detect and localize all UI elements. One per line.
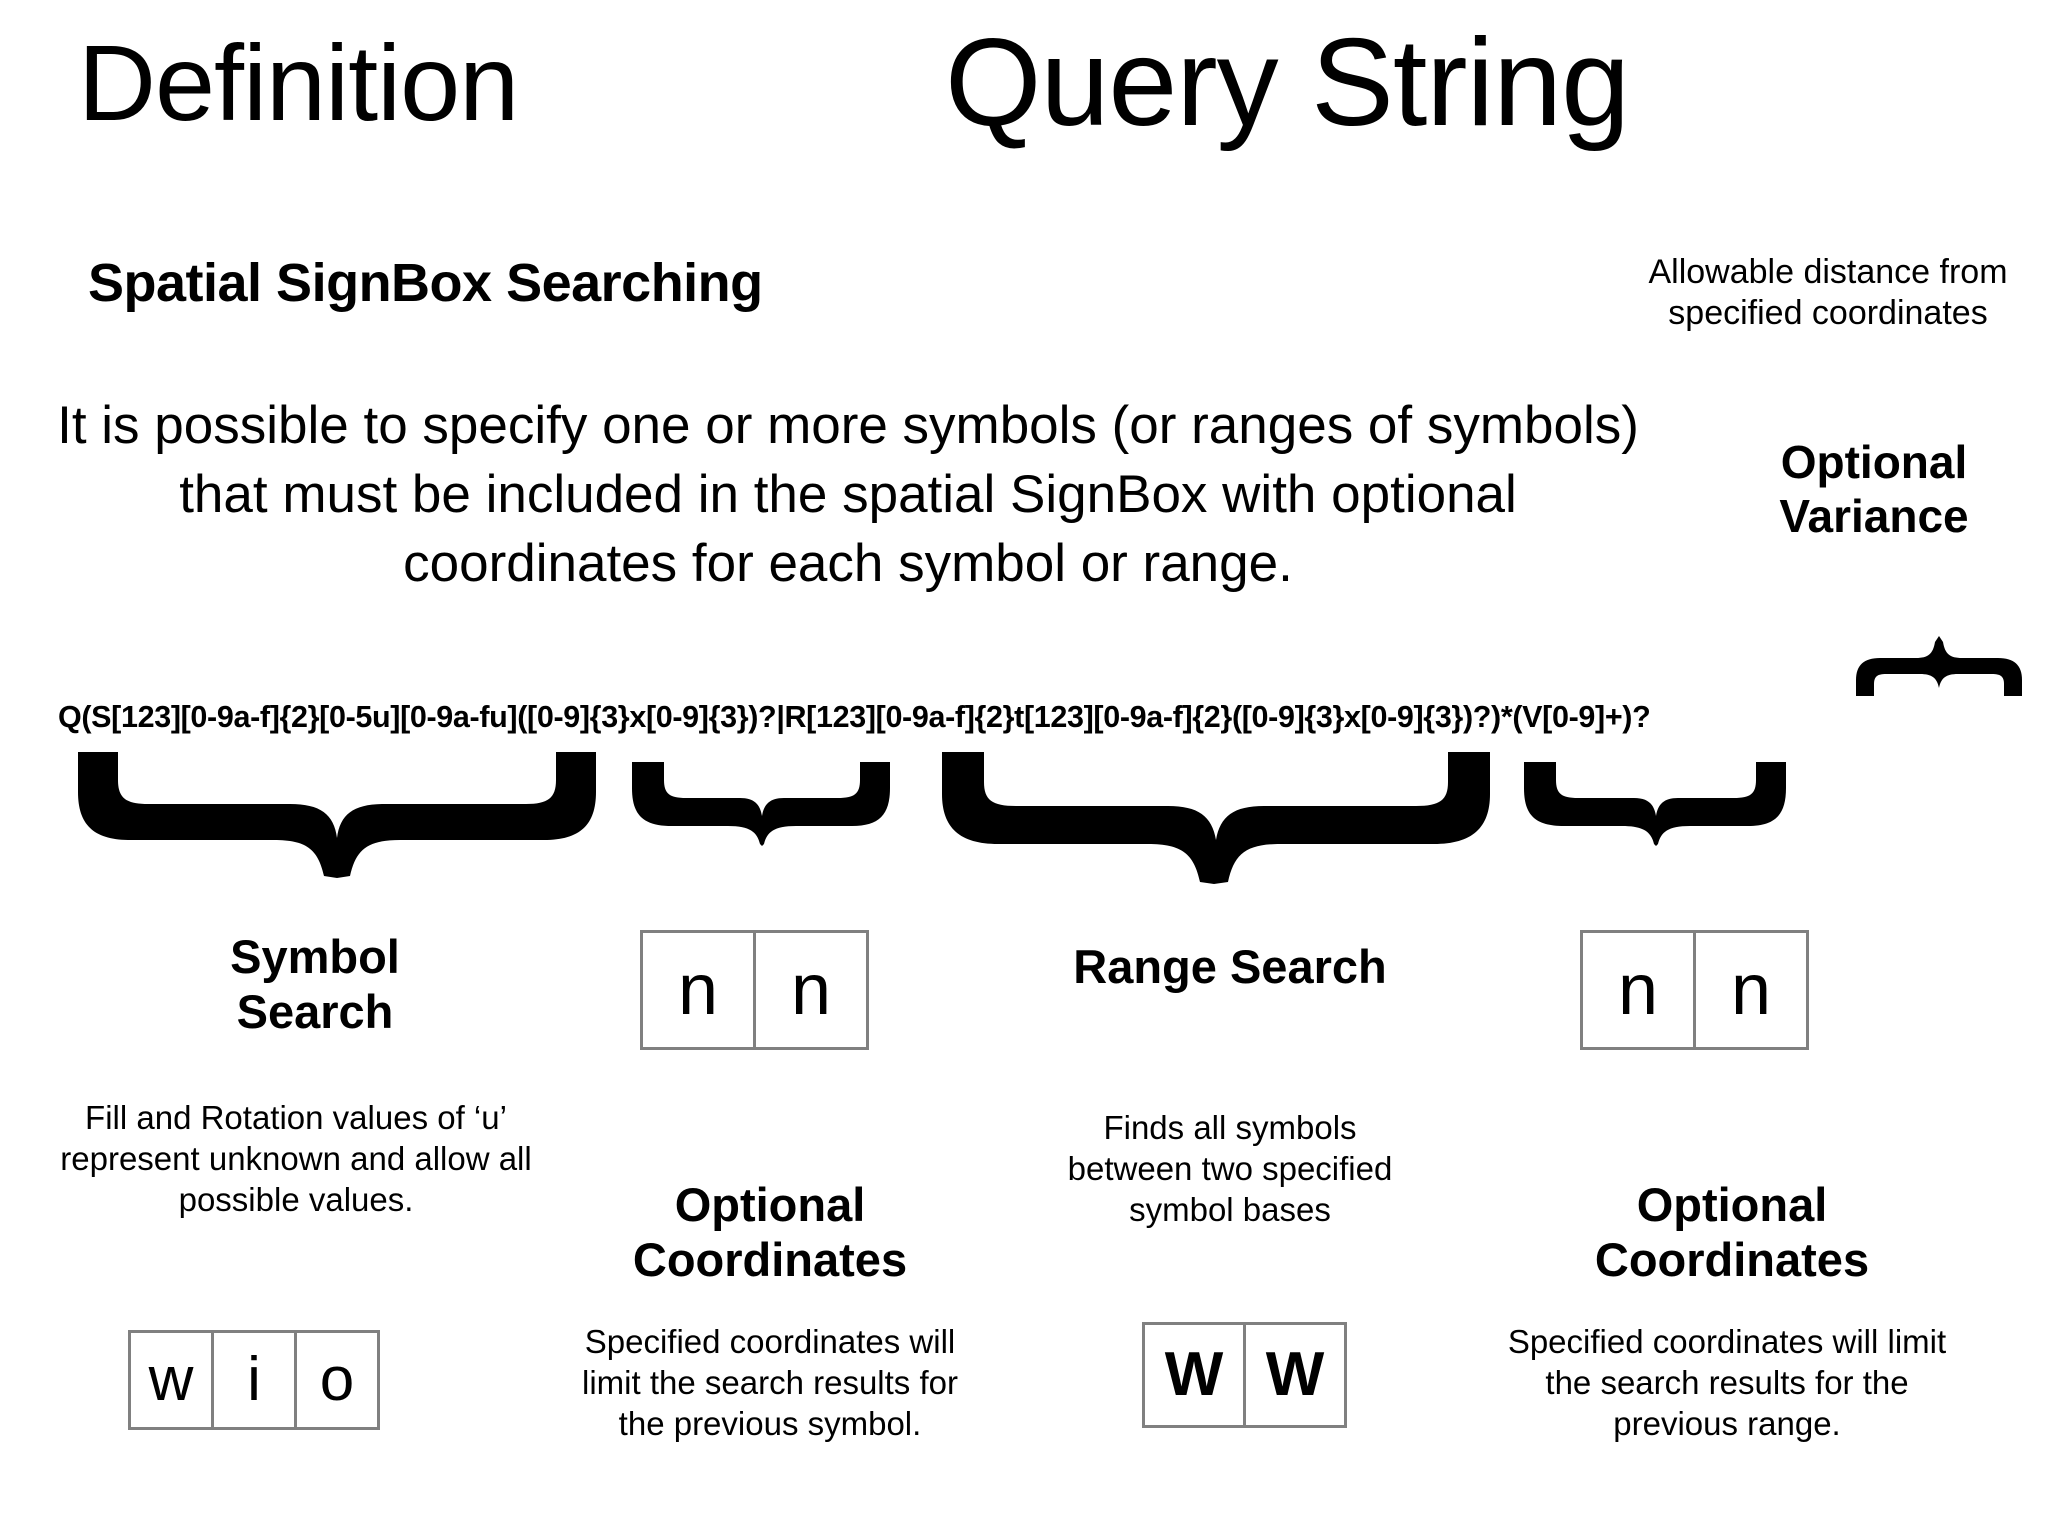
section-subtitle: Spatial SignBox Searching [88, 253, 763, 313]
page-title-query-string: Query String [945, 14, 1630, 152]
cell-group-coordinates-1: n n [640, 930, 869, 1050]
optional-variance-label: Optional Variance [1779, 436, 1969, 543]
brace-down-optional-coordinates-1 [632, 762, 890, 851]
cell-range-w-second: W [1243, 1322, 1347, 1428]
cell-coord2-n-first: n [1580, 930, 1696, 1050]
range-search-note: Finds all symbols between two specified … [1067, 1109, 1393, 1228]
optional-coordinates-1-note: Specified coordinates will limit the sea… [582, 1323, 958, 1442]
optional-coordinates-1-heading: Optional Coordinates [632, 1178, 908, 1286]
optional-coordinates-2-note: Specified coordinates will limit the sea… [1507, 1323, 1947, 1442]
cell-group-coordinates-2: n n [1580, 930, 1809, 1050]
cell-range-w-first: W [1142, 1322, 1246, 1428]
cell-coord1-n-first: n [640, 930, 756, 1050]
cell-fill-i: i [211, 1330, 297, 1430]
brace-down-range-search [942, 752, 1490, 889]
query-string-regex-pattern: Q(S[123][0-9a-f]{2}[0-5u][0-9a-fu]([0-9]… [58, 700, 1651, 734]
brace-up-optional-variance [1854, 636, 2024, 703]
optional-coordinates-2-heading: Optional Coordinates [1594, 1178, 1870, 1286]
range-search-heading: Range Search [1073, 940, 1387, 993]
symbol-search-heading: Symbol Search [230, 930, 400, 1038]
page-title-definition: Definition [78, 22, 519, 143]
cell-coord1-n-second: n [753, 930, 869, 1050]
cell-group-fill-rotation: w i o [128, 1330, 380, 1430]
brace-down-optional-coordinates-2 [1524, 762, 1786, 851]
cell-fill-w: w [128, 1330, 214, 1430]
intro-paragraph: It is possible to specify one or more sy… [57, 396, 1639, 593]
cell-coord2-n-second: n [1693, 930, 1809, 1050]
brace-down-symbol-search [78, 752, 596, 883]
symbol-search-note: Fill and Rotation values of ‘u’ represen… [60, 1099, 532, 1218]
cell-fill-o: o [294, 1330, 380, 1430]
allowable-distance-note: Allowable distance from specified coordi… [1648, 253, 2008, 333]
cell-group-range-bases: W W [1142, 1322, 1347, 1428]
